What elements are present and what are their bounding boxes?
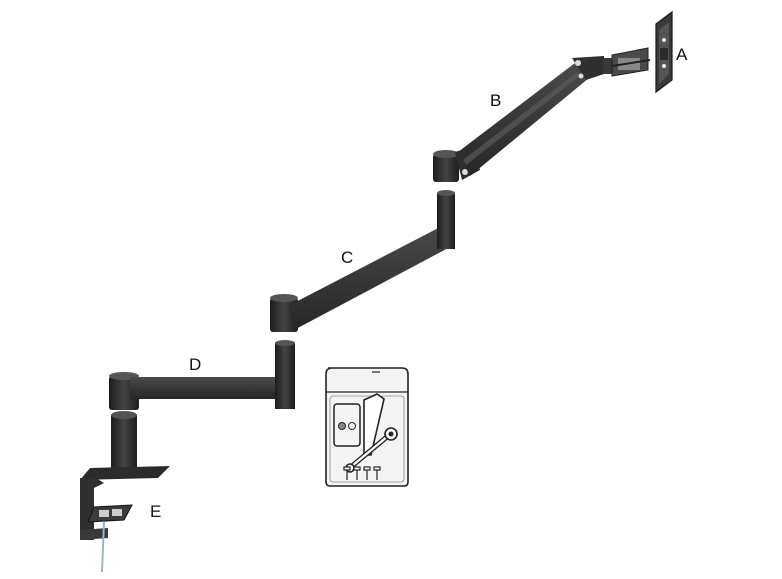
label-e: E: [150, 502, 162, 521]
accessory-kit: [325, 367, 409, 487]
monitor-mount-plate: [611, 10, 673, 94]
wrench-icon: [345, 427, 398, 473]
mount-plate-icon: [333, 403, 361, 447]
label-b: B: [490, 91, 502, 110]
screws-icon: [343, 466, 381, 480]
extension-arm-upper: [270, 190, 455, 332]
label-a: A: [676, 45, 688, 64]
label-d: D: [189, 355, 202, 374]
gas-spring-arm: [433, 56, 613, 182]
label-c: C: [341, 248, 354, 267]
hex-key-icon: [363, 393, 385, 456]
extension-arm-lower: [109, 340, 295, 410]
desk-clamp-base: [80, 411, 170, 573]
